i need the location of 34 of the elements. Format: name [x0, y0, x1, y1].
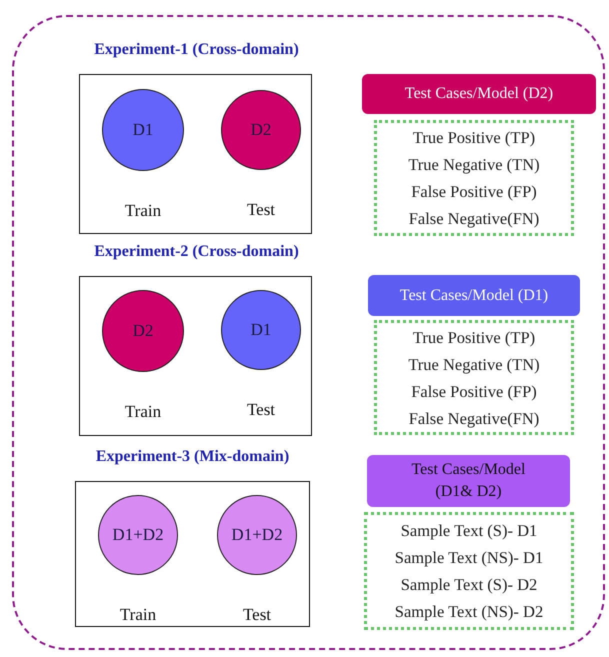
caption-label: Train — [124, 402, 162, 422]
list-item: Sample Text (S)- D2 — [400, 574, 538, 596]
experiment-title: Experiment-1 (Cross-domain) — [93, 41, 300, 59]
group-frame — [12, 15, 605, 650]
header-box: Test Cases/Model (D1) — [368, 275, 580, 316]
dataset-circle: D1 — [221, 290, 301, 370]
caption-label: Train — [124, 201, 162, 221]
list-item: Sample Text (NS)- D1 — [394, 547, 544, 569]
experiment-title: Experiment-2 (Cross-domain) — [93, 243, 300, 261]
metrics-box — [364, 512, 574, 630]
list-item: Sample Text (NS)- D2 — [394, 601, 544, 623]
caption-label: Test — [246, 200, 276, 220]
caption-label: Test — [246, 400, 276, 420]
list-item: True Positive (TP) — [412, 127, 536, 149]
dataset-circle: D1+D2 — [98, 495, 178, 575]
metrics-box — [374, 320, 574, 435]
metrics-box — [374, 120, 574, 236]
list-item: False Negative(FN) — [408, 408, 540, 430]
list-item: True Positive (TP) — [412, 326, 536, 348]
list-item: Sample Text (S)- D1 — [400, 520, 538, 542]
caption-label: Test — [242, 605, 272, 625]
list-item: True Negative (TN) — [408, 354, 540, 376]
caption-label: Train — [118, 605, 158, 625]
header-box: Test Cases/Model (D1& D2) — [367, 455, 570, 507]
list-item: False Positive (FP) — [411, 380, 537, 402]
dataset-circle: D2 — [221, 90, 301, 170]
list-item: False Positive (FP) — [411, 181, 537, 203]
list-item: True Negative (TN) — [408, 154, 540, 176]
dataset-circle: D2 — [102, 290, 184, 372]
dataset-circle: D1+D2 — [217, 495, 297, 575]
dataset-circle: D1 — [102, 89, 184, 171]
list-item: False Negative(FN) — [408, 208, 540, 230]
experiment-title: Experiment-3 (Mix-domain) — [94, 448, 290, 466]
header-box: Test Cases/Model (D2) — [362, 74, 596, 114]
